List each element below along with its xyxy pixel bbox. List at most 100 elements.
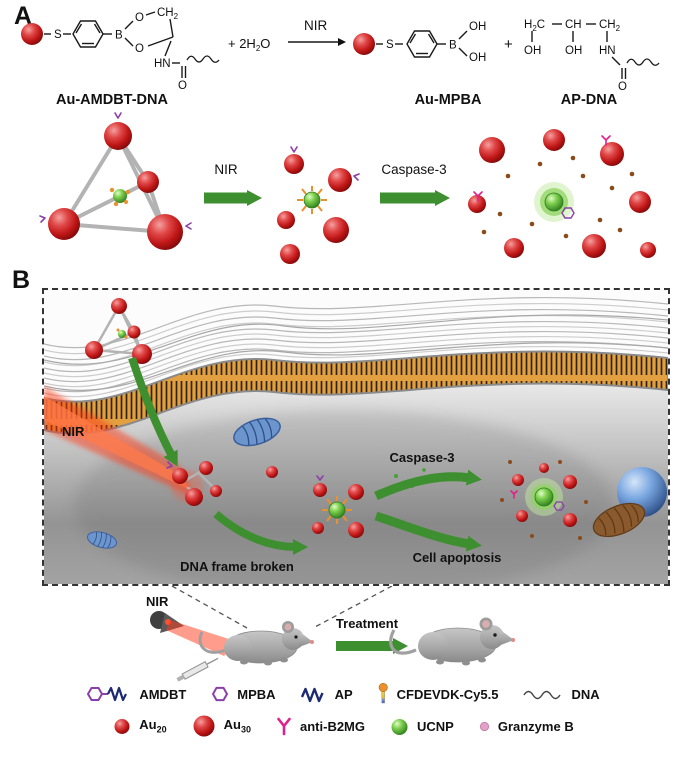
atom-o-top: O — [135, 12, 144, 24]
anti-b2mg-mark — [601, 135, 611, 146]
legend-row-1: AMDBT MPBA AP CFDEVDK-Cy5.5 — [86, 682, 600, 706]
mouse-eye — [493, 633, 497, 637]
anti-b2mg-icon — [277, 717, 291, 736]
atom-b: B — [449, 40, 457, 52]
structure-au-mpba: S B OH OH — [353, 21, 486, 64]
cell-diagram-box: NIR DNA frame broken — [42, 288, 670, 600]
cell-diagram: NIR DNA frame broken — [43, 290, 669, 600]
au20-icon — [114, 719, 130, 734]
frame-broken-arrow — [213, 510, 308, 555]
au-nanoparticle — [600, 142, 624, 166]
mouse-nose — [511, 638, 515, 642]
legend-label: UCNP — [417, 718, 454, 734]
legend-label: AP — [334, 686, 353, 702]
laser-beam — [166, 620, 238, 656]
ucnp-core-cluster — [277, 146, 360, 264]
reaction-scheme: S B O O CH2 HN O + 2H2O NIR — [21, 7, 660, 108]
dna-frame-broken-label: DNA frame broken — [180, 559, 294, 574]
broken-dna-frame — [166, 461, 278, 506]
compound-name-au-mpba: Au-MPBA — [415, 92, 482, 108]
mpba-hexagon — [561, 207, 575, 219]
intracellular-cluster — [312, 475, 364, 538]
ucnp-release-cluster — [500, 460, 588, 540]
ucnp-core — [303, 191, 321, 209]
atom-hn: HN — [154, 58, 171, 70]
legend-row-2: Au20 Au30 anti-B2MG UCNP — [112, 713, 574, 739]
atom-b: B — [115, 30, 123, 42]
cfdevdk-icon — [378, 683, 388, 704]
legend: AMDBT MPBA AP CFDEVDK-Cy5.5 — [0, 682, 686, 739]
cell-apoptosis-label: Cell apoptosis — [413, 550, 502, 565]
caspase3-label: Caspase-3 — [389, 450, 454, 465]
mpba-mark — [39, 215, 46, 223]
au-nanoparticle — [353, 33, 375, 55]
au-nanoparticle — [48, 208, 80, 240]
atom-ch2: CH2 — [157, 7, 179, 21]
au-nanoparticle — [640, 242, 656, 258]
atom-oh-top: OH — [469, 21, 486, 33]
au-nanoparticle — [543, 129, 565, 151]
legend-item-au30: Au30 — [191, 713, 251, 739]
granzyme-b-icon — [479, 721, 489, 731]
ucnp-core — [544, 192, 564, 212]
entering-tetrahedron — [85, 298, 152, 364]
mpba-icon — [212, 686, 229, 702]
healthy-mouse — [389, 617, 515, 666]
mitochondria-small — [87, 531, 117, 549]
ap-icon — [300, 687, 324, 703]
dna-squiggle — [186, 55, 220, 63]
mpba-mark — [114, 112, 122, 119]
mouse-eye — [294, 635, 298, 639]
legend-label: anti-B2MG — [300, 718, 365, 734]
syringe — [176, 657, 219, 682]
legend-label: DNA — [571, 686, 600, 702]
atom-o-carbonyl: O — [178, 80, 187, 92]
au-nanoparticle — [479, 137, 505, 163]
atom-oh1: OH — [524, 45, 541, 57]
mouse-tail — [389, 629, 417, 655]
nir-inside-label: NIR — [62, 424, 85, 439]
legend-item-mpba: MPBA — [210, 684, 276, 704]
mitochondria — [233, 417, 281, 447]
au-nanoparticle — [323, 217, 349, 243]
legend-item-au20: Au20 — [112, 716, 167, 736]
granzyme-b-dots — [481, 155, 635, 239]
released-particles — [468, 129, 656, 258]
atom-o-bottom: O — [135, 43, 144, 55]
entry-arrow — [128, 356, 178, 467]
au-nanoparticle — [468, 195, 486, 213]
au-nanoparticle — [104, 122, 132, 150]
ucnp-core — [113, 189, 127, 203]
caspase-arrow-label: Caspase-3 — [381, 162, 446, 177]
atom-oh2: OH — [565, 45, 582, 57]
benzene-ring — [72, 20, 104, 48]
compound-name-ap-dna: AP-DNA — [561, 92, 618, 108]
mouse-tail — [198, 631, 227, 654]
extracellular-mesh — [43, 296, 669, 398]
au-nanoparticle — [284, 154, 304, 174]
panel-a-label: A — [14, 2, 33, 30]
legend-item-cfdevdk: CFDEVDK-Cy5.5 — [377, 682, 498, 706]
legend-label: Au20 — [139, 717, 167, 735]
atom-s: S — [54, 29, 62, 41]
dna-squiggle — [626, 58, 660, 66]
zoom-guides — [171, 586, 393, 629]
treated-mouse — [198, 621, 314, 666]
mouse-nose — [310, 640, 314, 644]
nir-outside-label: NIR — [146, 594, 169, 609]
atom-s: S — [386, 39, 394, 51]
structure-ap-dna: H2C CH CH2 OH OH HN O — [524, 19, 660, 93]
legend-item-anti-b2mg: anti-B2MG — [275, 716, 365, 736]
anti-b2mg-mark — [473, 191, 483, 202]
legend-label: Au30 — [223, 717, 251, 735]
atom-h2c: H2C — [524, 19, 545, 33]
legend-label: MPBA — [237, 686, 276, 702]
in-vivo-row: NIR Treatment — [146, 586, 515, 682]
apoptosis-curved-arrow — [374, 511, 482, 552]
legend-label: Granzyme B — [497, 718, 574, 734]
amdbt-icon — [87, 686, 128, 702]
treatment-label: Treatment — [336, 616, 399, 631]
plus-sign: + — [504, 36, 513, 53]
nir-arrow-label: NIR — [214, 162, 238, 177]
